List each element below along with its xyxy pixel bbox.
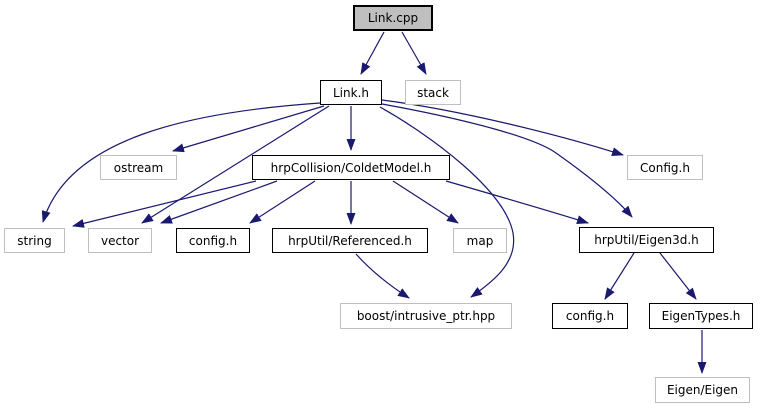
edge-link-h-to-ostream: [172, 105, 325, 153]
edge-link-h-to-config-caps: [381, 99, 624, 156]
node-link-cpp: Link.cpp: [353, 5, 433, 31]
node-eigentypes[interactable]: EigenTypes.h: [649, 303, 753, 329]
edge-coldetmodel-to-string: [72, 180, 257, 228]
node-vector: vector: [88, 228, 152, 253]
node-config2[interactable]: config.h: [552, 303, 628, 329]
edge-link-cpp-to-stack: [401, 31, 427, 75]
edge-link-h-to-eigen3d: [381, 103, 633, 218]
edge-link-h-to-string: [41, 102, 321, 223]
edge-coldetmodel-to-map: [392, 180, 459, 224]
edge-link-h-to-vector: [141, 105, 330, 224]
edge-referenced-to-boost-ptr: [355, 253, 410, 299]
node-ostream: ostream: [100, 155, 177, 180]
edge-eigen3d-to-config2: [604, 252, 635, 300]
node-string: string: [4, 228, 65, 253]
edge-link-h-to-boost-ptr: [379, 106, 515, 298]
node-config1[interactable]: config.h: [176, 228, 250, 253]
edge-coldetmodel-to-vector: [160, 180, 278, 224]
edge-coldetmodel-to-eigen3d: [445, 180, 589, 224]
node-eigen-eigen: Eigen/Eigen: [655, 377, 750, 403]
node-coldetmodel[interactable]: hrpCollision/ColdetModel.h: [252, 155, 450, 180]
node-map: map: [453, 228, 507, 253]
node-boost-ptr: boost/intrusive_ptr.hpp: [340, 303, 512, 329]
node-referenced[interactable]: hrpUtil/Referenced.h: [272, 228, 428, 253]
node-config-caps: Config.h: [627, 155, 703, 180]
node-link-h[interactable]: Link.h: [320, 80, 382, 105]
edge-eigen3d-to-eigentypes: [659, 252, 697, 300]
edge-link-cpp-to-link-h: [360, 31, 385, 75]
node-stack: stack: [405, 80, 461, 105]
edge-coldetmodel-to-config1: [249, 180, 316, 224]
node-eigen3d[interactable]: hrpUtil/Eigen3d.h: [579, 227, 714, 253]
